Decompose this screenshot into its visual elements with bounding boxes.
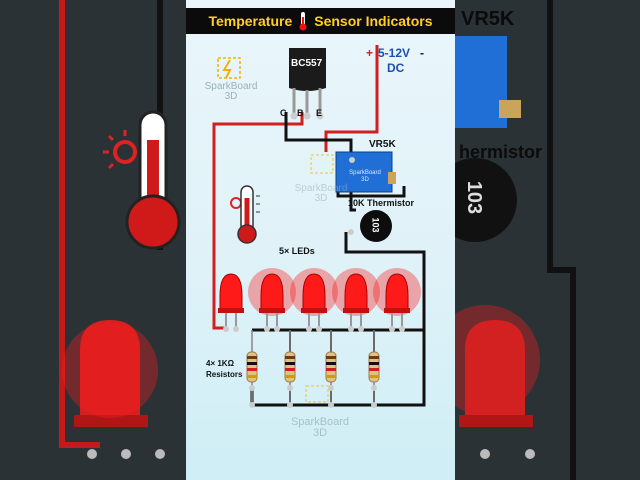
title-left: Temperature	[208, 13, 293, 29]
background-right-art	[455, 0, 576, 480]
bg-thermistor-code: 103	[463, 180, 486, 215]
pot-chip-line1: SparkBoard	[349, 170, 381, 176]
sparkboard-logo-mid-icon	[310, 154, 334, 174]
transistor-label: BC557	[291, 58, 323, 69]
brand-mid-line2: 3D	[314, 193, 328, 204]
brand-line2: 3D	[224, 91, 238, 102]
sparkboard-logo-icon	[217, 57, 241, 79]
resistors-label-line1: 4× 1KΩ	[206, 359, 234, 368]
background-left	[0, 0, 186, 480]
power-voltage: 5-12V	[378, 46, 411, 60]
pin-b-label: B	[297, 108, 304, 118]
title-thermometer-icon	[299, 12, 307, 31]
resistor-4	[368, 330, 380, 408]
bc557-transistor	[289, 48, 326, 120]
leds-label: 5× LEDs	[279, 246, 315, 256]
bg-sun-icon	[103, 130, 137, 170]
power-plus: +	[366, 46, 374, 60]
sparkboard-brand-bottom: SparkBoard 3D	[282, 417, 358, 439]
led-1	[218, 273, 244, 332]
bg-led-right-icon	[455, 305, 540, 427]
sparkboard-brand: SparkBoard 3D	[202, 82, 260, 102]
resistor-3	[325, 330, 337, 408]
brand-bottom-line1: SparkBoard	[290, 416, 350, 428]
led-3	[290, 268, 338, 332]
background-right: VR5K hermistor 103	[455, 0, 640, 480]
brand-mid-line1: SparkBoard	[294, 183, 348, 194]
thermistor-label: 10K Thermistor	[348, 198, 415, 208]
pot-chip-line2: 3D	[361, 177, 369, 183]
led-5	[373, 268, 421, 332]
circuit-svg	[212, 45, 426, 408]
resistors-label: 4× 1KΩ Resistors	[206, 358, 242, 380]
led-2	[248, 268, 296, 332]
resistor-1	[246, 330, 258, 408]
bg-thermistor-label: hermistor	[459, 142, 543, 162]
led-4	[332, 268, 380, 332]
bg-thermometer-icon	[125, 110, 181, 250]
pin-e-label: E	[316, 108, 323, 118]
thermistor-code: 103	[370, 217, 381, 233]
thermistor	[348, 210, 392, 242]
resistor-array	[246, 330, 380, 408]
bg-pot-label: VR5K	[461, 8, 515, 30]
sparkboard-logo-bottom-icon	[305, 385, 329, 403]
brand-bottom-line2: 3D	[312, 427, 328, 439]
title-right: Sensor Indicators	[314, 13, 433, 29]
schematic-panel: Temperature Sensor Indicators SparkBoard…	[186, 0, 455, 480]
brand-line1: SparkBoard	[204, 81, 258, 92]
background-left-art	[59, 0, 181, 459]
pin-c-label: C	[280, 108, 287, 118]
sparkboard-brand-mid: SparkBoard 3D	[286, 184, 356, 204]
title-bar: Temperature Sensor Indicators	[186, 8, 455, 34]
thermometer-icon	[230, 185, 260, 244]
resistor-2	[284, 330, 296, 408]
vr5k-potentiometer	[335, 151, 396, 193]
pot-label: VR5K	[369, 139, 396, 150]
pot-chip-text: SparkBoard 3D	[340, 170, 390, 184]
resistors-label-line2: Resistors	[206, 370, 243, 379]
power-dc: DC	[387, 61, 405, 75]
power-minus: -	[420, 46, 424, 60]
bg-led-icon	[62, 320, 158, 427]
led-array	[218, 268, 421, 332]
